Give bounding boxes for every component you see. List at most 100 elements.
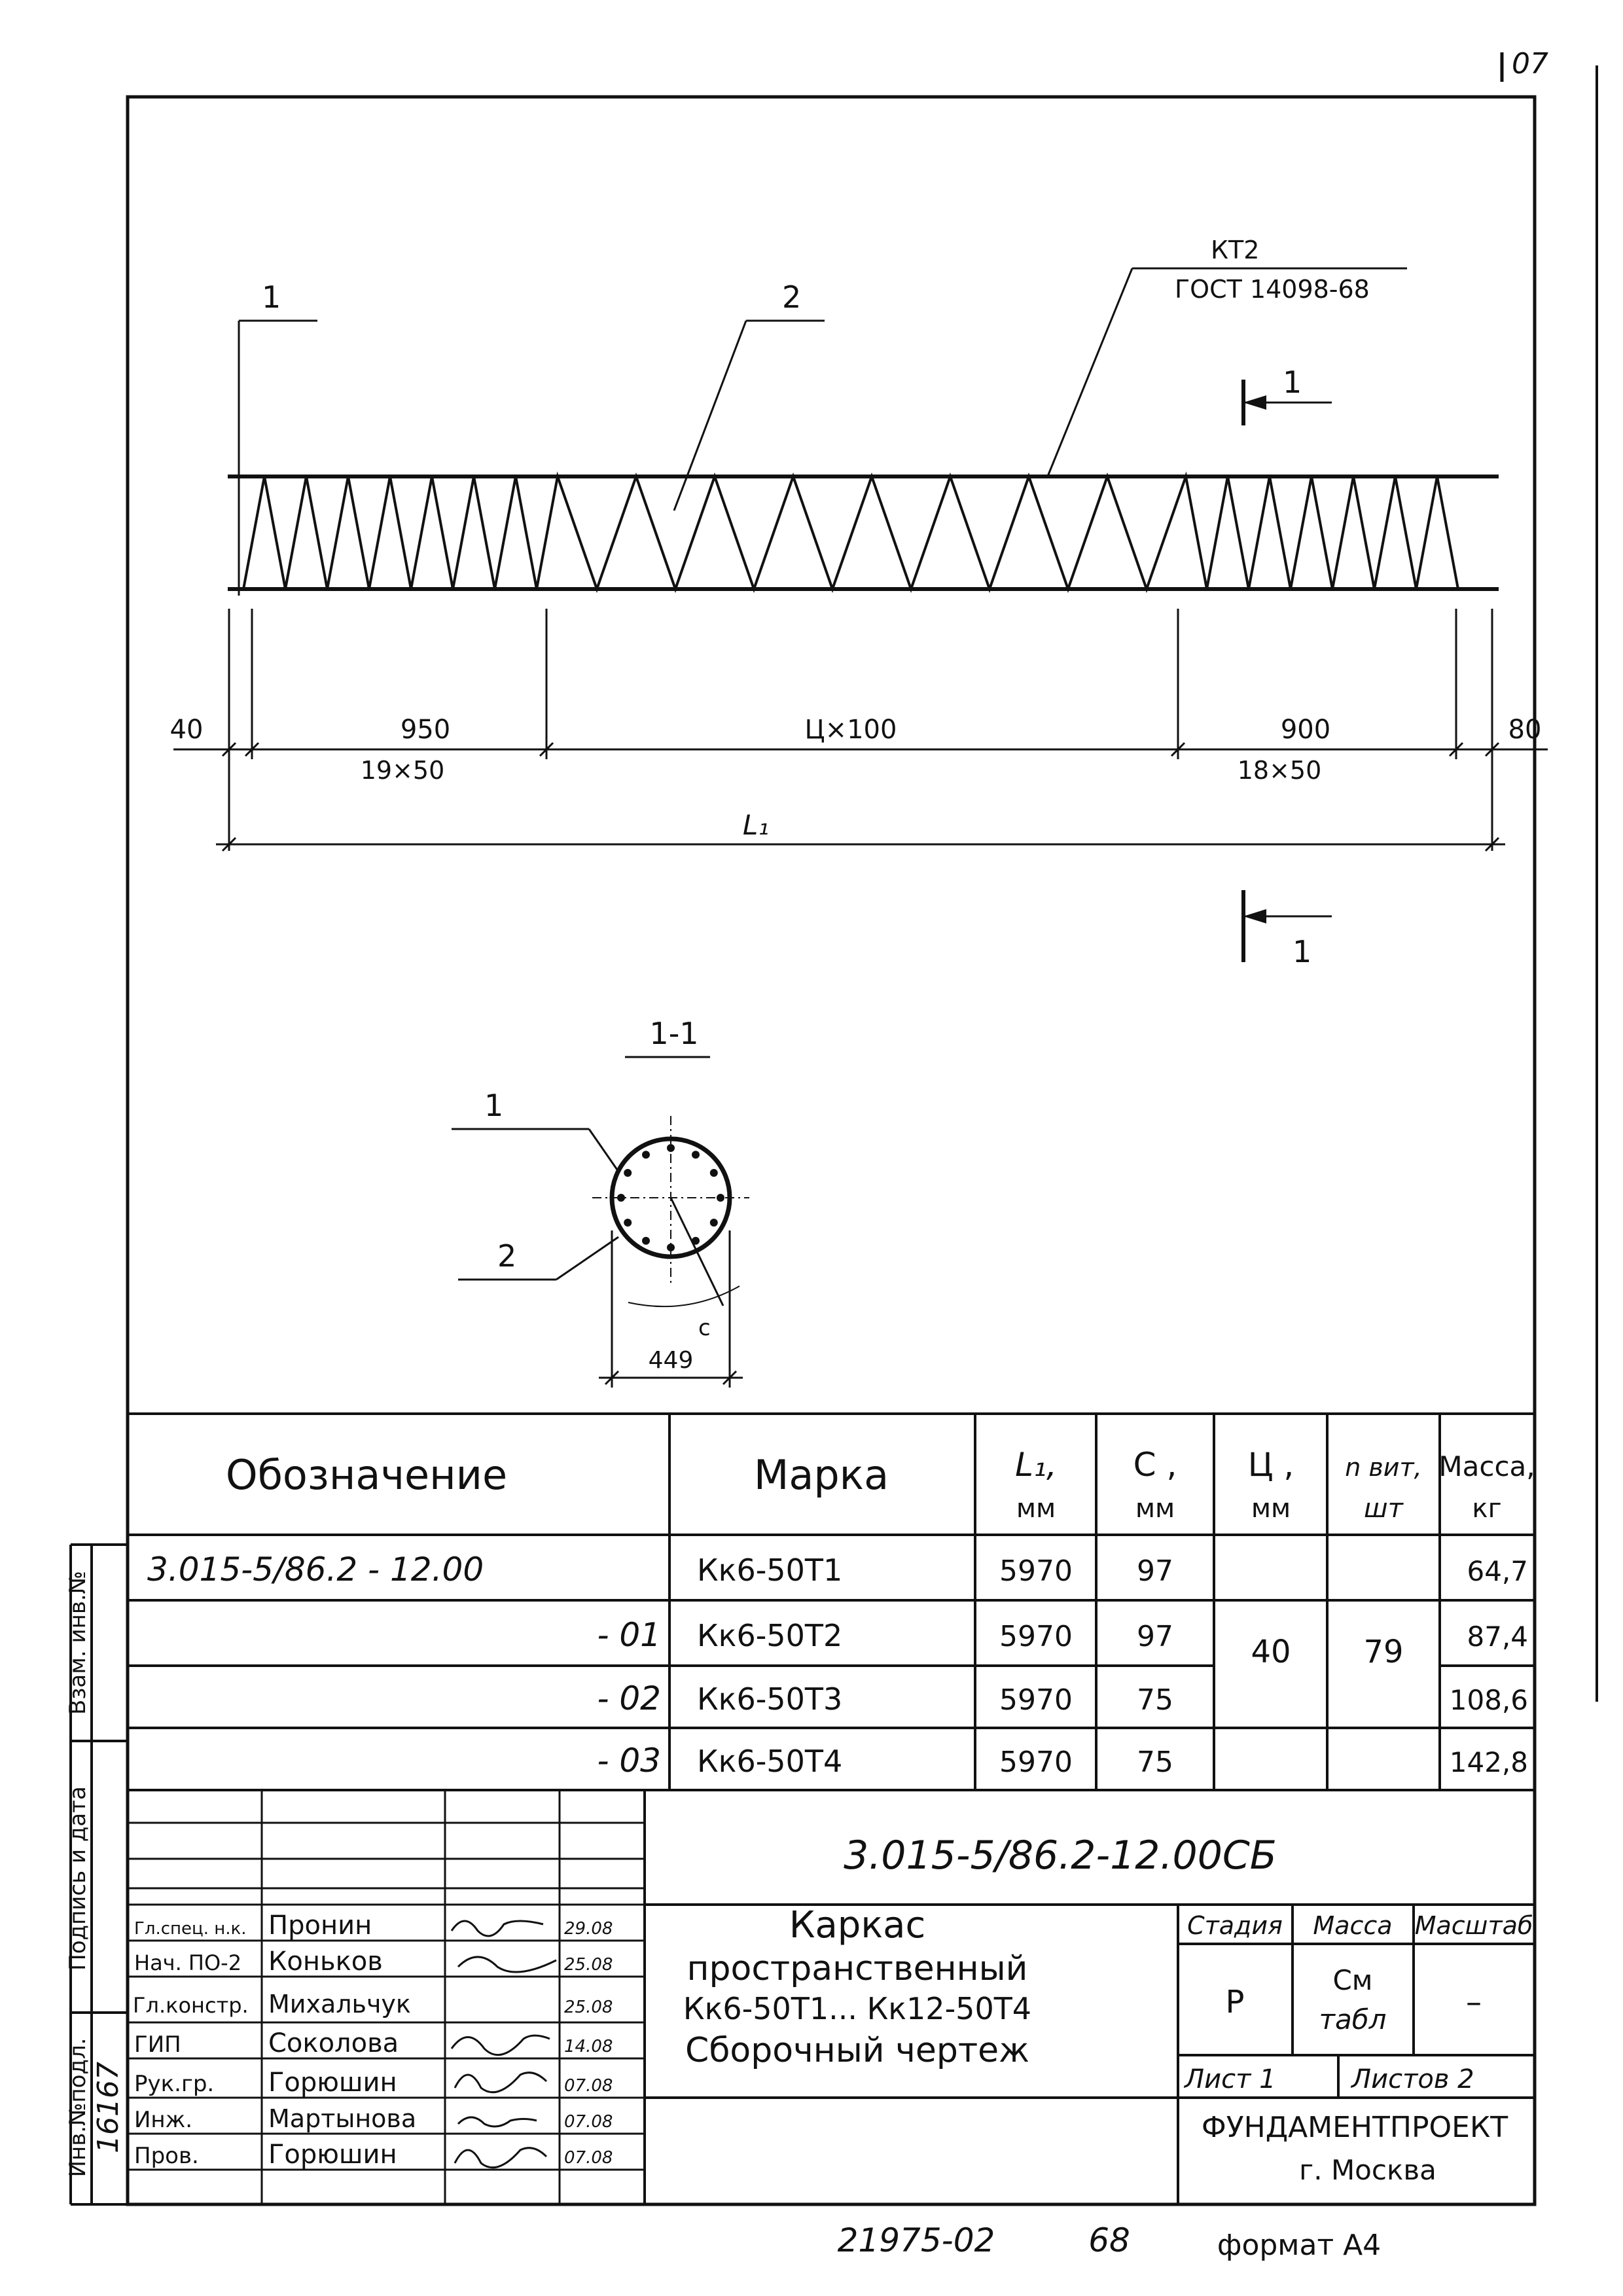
section-dim-tick-left <box>604 1370 620 1386</box>
longitudinal-bar-dot <box>642 1236 650 1245</box>
title-line-4: Сборочный чертеж <box>685 2031 1029 2070</box>
section-c-label: с <box>698 1315 711 1341</box>
staff-0-name: Пронин <box>268 1910 372 1941</box>
header-L1-unit: мм <box>1016 1494 1056 1524</box>
sheets-label: Листов 2 <box>1350 2064 1474 2094</box>
staff-1-date: 25.08 <box>564 1955 613 1975</box>
staff-1-name: Коньков <box>268 1946 383 1977</box>
spec-table <box>128 1412 1535 1791</box>
page-number: 07 <box>1512 47 1548 81</box>
staff-2-role: Гл.констр. <box>133 1993 249 2018</box>
section-view: 1-1 с 1 2 449 <box>452 1016 749 1388</box>
dim-middle: Ц×100 <box>805 715 897 745</box>
staff-rows: Гл.спец. н.к. Нач. ПО-2 Гл.констр. ГИП Р… <box>133 1910 613 2170</box>
longitudinal-bar-dot <box>624 1219 632 1227</box>
row-1-mass: 87,4 <box>1467 1621 1528 1653</box>
longitudinal-bar-dot <box>617 1194 625 1202</box>
staff-0-date: 29.08 <box>564 1919 613 1939</box>
row-3-mass: 142,8 <box>1450 1746 1528 1778</box>
staff-6-name: Горюшин <box>268 2140 397 2170</box>
dim-right-end: 80 <box>1508 715 1542 745</box>
section-dim-tick-right <box>722 1370 738 1386</box>
longitudinal-bar-dot <box>692 1151 700 1159</box>
org-name: ФУНДАМЕНТПРОЕКТ <box>1202 2111 1508 2144</box>
row-2-mass: 108,6 <box>1450 1684 1528 1716</box>
dim-left-span: 950 <box>401 715 450 745</box>
row-3-C: 75 <box>1137 1746 1173 1779</box>
weld-label: КТ2 <box>1211 236 1259 264</box>
spec-table-header: Обозначение Марка L₁, мм С , мм Ц , мм n… <box>226 1446 1535 1524</box>
row-0-L1: 5970 <box>999 1554 1073 1588</box>
section-callout-1-label: 1 <box>484 1088 503 1123</box>
row-2-L1: 5970 <box>999 1683 1073 1717</box>
staff-0-role: Гл.спец. н.к. <box>134 1919 247 1939</box>
section-callout-2-label: 2 <box>497 1238 516 1274</box>
section-mark-bottom-label: 1 <box>1293 934 1311 969</box>
dimension-lines <box>173 609 1548 852</box>
doc-code: 3.015-5/86.2-12.00СБ <box>844 1833 1277 1878</box>
staff-4-role: Рук.гр. <box>134 2071 214 2097</box>
row-1-mark: Кк6-50Т2 <box>697 1618 842 1653</box>
sheet-label: Лист 1 <box>1183 2064 1276 2094</box>
header-n: n вит, <box>1345 1453 1421 1482</box>
sheet-number: 68 <box>1088 2221 1130 2259</box>
callout-1-label: 1 <box>262 279 281 315</box>
side-stamp-vzam: Взам. инв.№ <box>65 1571 91 1715</box>
org-city: г. Москва <box>1299 2154 1436 2186</box>
staff-4-name: Горюшин <box>268 2068 397 2098</box>
staff-4-date: 07.08 <box>564 2076 613 2096</box>
section-mark-top-arrowhead <box>1243 395 1266 410</box>
staff-5-role: Инж. <box>134 2107 192 2133</box>
staff-3-date: 14.08 <box>564 2037 613 2056</box>
dim-right-span: 900 <box>1281 715 1330 745</box>
side-stamp-inv: Инв.№подл. <box>65 2038 91 2178</box>
section-diameter: 449 <box>649 1347 694 1374</box>
scale-label: Масштаб <box>1415 1911 1533 1940</box>
title-line-3: Кк6-50Т1... Кк12-50Т4 <box>683 1991 1031 2026</box>
row-1-designation: - 01 <box>597 1616 661 1654</box>
header-L1: L₁, <box>1015 1446 1057 1484</box>
format-label: формат А4 <box>1217 2229 1381 2262</box>
header-n-unit: шт <box>1364 1494 1404 1524</box>
dim-left-span-note: 19×50 <box>361 756 445 785</box>
mass-value-2: табл <box>1319 2003 1387 2036</box>
staff-5-date: 07.08 <box>564 2112 613 2132</box>
row-2-mark: Кк6-50Т3 <box>697 1681 842 1717</box>
staff-6-role: Пров. <box>134 2143 199 2169</box>
title-line-2: пространственный <box>687 1949 1028 1988</box>
callout-2-label: 2 <box>782 279 801 315</box>
row-0-C: 97 <box>1137 1554 1173 1588</box>
staff-grid <box>128 1790 645 2204</box>
stage-label: Стадия <box>1187 1911 1283 1940</box>
side-stamp <box>69 1543 128 2206</box>
row-2-C: 75 <box>1137 1683 1173 1717</box>
row-2-designation: - 02 <box>597 1679 661 1717</box>
header-C: С , <box>1133 1446 1177 1484</box>
spiral-winding <box>242 471 1459 594</box>
row-3-mark: Кк6-50Т4 <box>697 1744 842 1779</box>
header-Ts: Ц , <box>1248 1446 1294 1484</box>
staff-1-role: Нач. ПО-2 <box>134 1950 241 1975</box>
header-mass: Масса, <box>1438 1450 1535 1482</box>
row-3-designation: - 03 <box>597 1742 661 1780</box>
mass-label: Масса <box>1313 1911 1392 1940</box>
longitudinal-bar-dot <box>709 1169 718 1177</box>
main-frame <box>126 95 1537 2206</box>
section-c-line <box>669 1197 724 1306</box>
row-1-C: 97 <box>1137 1620 1173 1653</box>
header-designation: Обозначение <box>226 1451 507 1499</box>
section-mark-top-label: 1 <box>1283 365 1302 400</box>
longitudinal-bar-dot <box>667 1244 675 1251</box>
weld-standard: ГОСТ 14098-68 <box>1175 275 1370 304</box>
header-Ts-unit: мм <box>1251 1494 1291 1524</box>
staff-2-date: 25.08 <box>564 1998 613 2017</box>
section-title: 1-1 <box>649 1016 698 1051</box>
mass-value-1: См <box>1332 1964 1372 1996</box>
callout-2-leader <box>673 320 747 511</box>
longitudinal-bar-dot <box>709 1219 718 1227</box>
row-3-L1: 5970 <box>999 1746 1073 1779</box>
signature-scribbles <box>450 1920 557 2169</box>
row-0-mark: Кк6-50Т1 <box>697 1552 842 1588</box>
row-0-mass: 64,7 <box>1467 1555 1528 1587</box>
